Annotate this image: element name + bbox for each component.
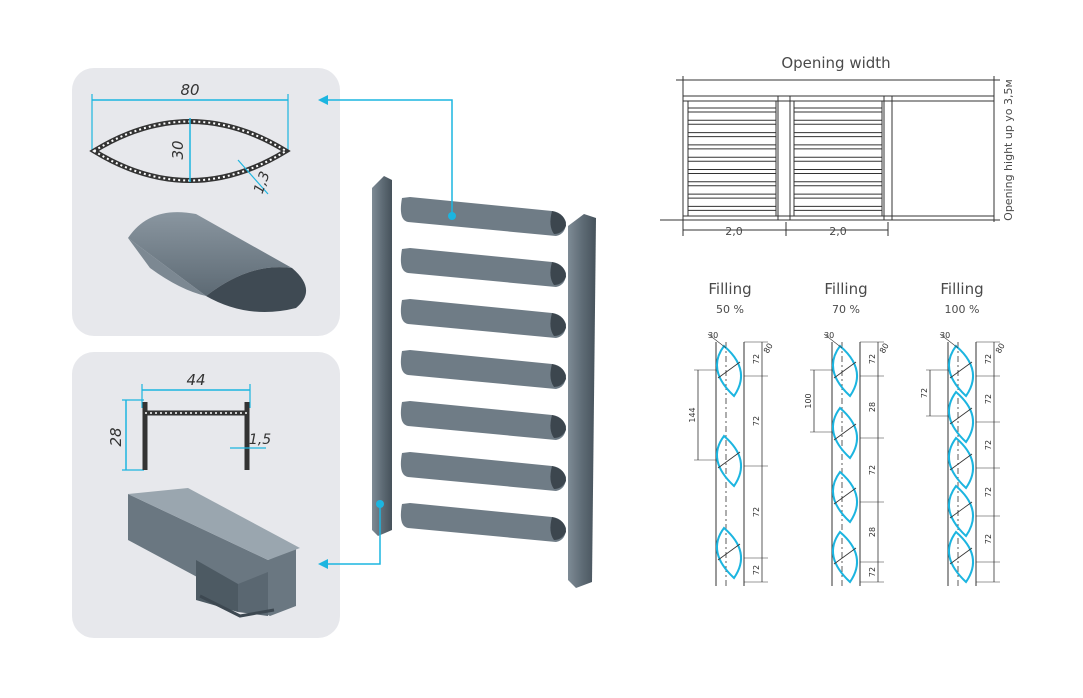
filling-100-percent: 100 % [945,303,980,316]
dim-step-label: 72 [868,465,877,475]
blade-section [947,344,975,398]
filling-50-title: Filling [708,280,751,298]
blade-section [831,344,859,398]
dim-step-label: 72 [752,416,761,426]
dim-step-label: 72 [752,507,761,517]
filling-100-title: Filling [940,280,983,298]
blade-3d-render [128,212,307,312]
dim-top-label: 30 [940,331,950,340]
dim-step-label: 72 [752,565,761,575]
louver-blade [400,248,566,287]
span-2-label: 2,0 [829,225,847,238]
filling-70-title: Filling [824,280,867,298]
post-cross-section [122,384,266,471]
dim-gap-label: 72 [920,388,929,398]
blade-section [831,470,859,524]
span-1-label: 2,0 [725,225,743,238]
dim-step-label: 72 [752,354,761,364]
dim-step-label: 72 [984,440,993,450]
callout-dot-post [376,500,384,508]
blade-section [947,530,975,584]
blade-section [715,434,743,488]
dim-step-label: 72 [868,567,877,577]
filling-70-percent: 70 % [832,303,860,316]
post-thickness-label: 1,5 [249,432,271,448]
dim-gap-label: 144 [688,407,697,422]
blade-section [947,436,975,490]
callout-dot-blade [448,212,456,220]
callout-lines [318,95,456,569]
post-height-label: 28 [107,427,125,446]
dim-gap-label: 100 [804,393,813,408]
filling-50-percent: 50 % [716,303,744,316]
dim-diag-label: 80 [762,342,775,355]
dim-top-label: 30 [824,331,834,340]
dim-step-label: 72 [868,354,877,364]
louver-blade [400,197,566,236]
blade-width-label: 80 [180,81,199,99]
post-3d-render [128,488,300,618]
dim-top-label: 30 [708,331,718,340]
louver-blade [400,299,566,338]
dim-diag-label: 80 [878,342,891,355]
blade-thickness-label: 1,3 [251,169,274,195]
dim-step-label: 28 [868,402,877,412]
blade-section [947,390,975,444]
blade-section [947,484,975,538]
elevation-drawing [660,76,1000,236]
louver-blade [400,350,566,389]
dim-step-label: 72 [984,487,993,497]
dim-step-label: 72 [984,394,993,404]
louver-blade [400,503,566,542]
blade-section [831,406,859,460]
louver-blade [400,452,566,491]
blade-section [831,530,859,584]
blade-height-label: 30 [169,140,187,159]
post-width-label: 44 [186,371,205,389]
louver-assembly [372,176,596,588]
blade-section [715,344,743,398]
dim-step-label: 72 [984,534,993,544]
dim-step-label: 72 [984,354,993,364]
blade-cross-section [89,94,291,195]
opening-height-label: Opening hight up yo 3,5м [1002,79,1015,221]
dim-diag-label: 80 [994,342,1007,355]
dim-step-label: 28 [868,527,877,537]
louver-blade [400,401,566,440]
opening-width-title: Opening width [781,54,890,72]
blade-section [715,526,743,580]
